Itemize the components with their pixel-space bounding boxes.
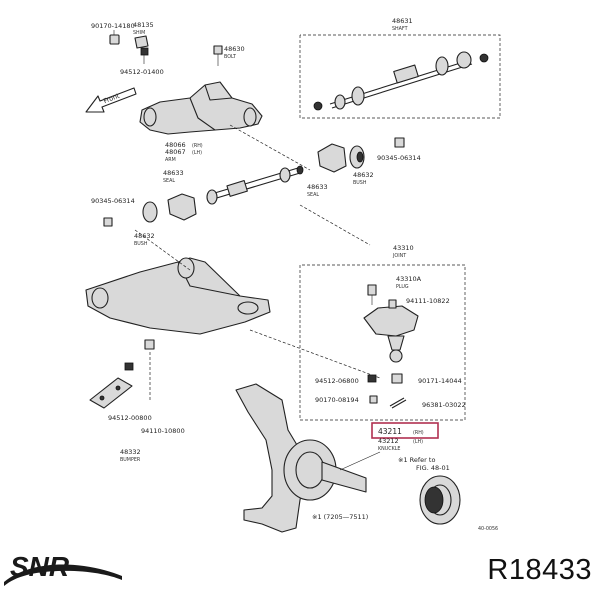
bolt-90170-icon	[109, 30, 120, 45]
ball-joint-group-box	[299, 264, 466, 421]
label-48631: 48631	[392, 17, 413, 25]
label-48633-right: 48633	[307, 183, 328, 191]
label-90170-08194: 90170-08194	[315, 396, 359, 404]
label-48631-shaft: SHAFT	[392, 26, 408, 32]
brand-name: SNR	[10, 551, 70, 582]
label-figure-code: 40-0056	[478, 526, 498, 532]
label-48135-shim: SHIM	[133, 30, 145, 36]
label-43310: 43310	[393, 244, 414, 252]
label-90345-06314-right: 90345-06314	[377, 154, 421, 162]
label-43212: 43212	[378, 437, 399, 445]
assembly-lines	[134, 124, 381, 400]
label-94512-00800: 94512-00800	[108, 414, 152, 422]
label-90345-06314-left: 90345-06314	[91, 197, 135, 205]
label-48632-right: 48632	[353, 171, 374, 179]
hub-seal-icon	[419, 475, 461, 525]
label-48066: 48066	[165, 141, 186, 149]
upper-arm-shaft-icon	[313, 51, 489, 111]
bumper-bracket-icon	[89, 362, 134, 409]
label-48332-bumper: BUMPER	[120, 457, 141, 463]
label-43310a-plug: PLUG	[396, 284, 409, 290]
label-96381-03022: 96381-03022	[422, 401, 466, 409]
shim-48135-icon	[134, 35, 149, 49]
label-48630-bolt: BOLT	[224, 54, 236, 60]
label-43310a: 43310A	[396, 275, 422, 283]
cotter-pin-icon	[369, 395, 407, 409]
label-94111-10822: 94111-10822	[406, 297, 450, 305]
label-48066-rh: (RH)	[192, 143, 203, 149]
steering-knuckle-icon	[235, 383, 367, 533]
label-arm: ARM	[165, 157, 176, 163]
label-48633-left: 48633	[163, 169, 184, 177]
highlighted-part-box	[371, 422, 439, 439]
label-94110-10800: 94110-10800	[141, 427, 185, 435]
label-43211-rh: (RH)	[413, 430, 424, 436]
lower-arm-shaft-icon	[206, 165, 304, 205]
snr-logo: SNR	[4, 551, 122, 586]
label-48633-right-seal: SEAL	[307, 192, 319, 198]
label-range: ※1 (7205—7511)	[312, 513, 368, 521]
seal-bush-right-icon	[317, 137, 405, 173]
label-knuckle: KNUCKLE	[378, 446, 400, 452]
shaft-group-box	[299, 34, 501, 119]
front-arrow-icon	[85, 87, 137, 113]
label-48067-lh: (LH)	[192, 150, 202, 156]
label-48632-right-bush: BUSH	[353, 180, 367, 186]
label-94512-01400: 94512-01400	[120, 68, 164, 76]
part-number: R18433	[487, 554, 592, 586]
label-48630: 48630	[224, 45, 245, 53]
lower-control-arm-icon	[85, 257, 271, 335]
label-48632-left: 48632	[134, 232, 155, 240]
label-48632-left-bush: BUSH	[134, 241, 148, 247]
label-fig-48-01: FIG. 48-01	[416, 464, 450, 472]
bolt-48630-icon	[213, 45, 223, 66]
label-48067: 48067	[165, 148, 186, 156]
label-48135: 48135	[133, 21, 154, 29]
label-43310-joint: JOINT	[392, 253, 406, 259]
label-43211: 43211	[378, 427, 402, 436]
label-48633-left-seal: SEAL	[163, 178, 175, 184]
nut-icon	[140, 47, 149, 64]
label-48332: 48332	[120, 448, 141, 456]
castle-nut-icon	[367, 373, 403, 384]
label-90171-14044: 90171-14044	[418, 377, 462, 385]
label-90170-14180: 90170-14180	[91, 22, 135, 30]
label-94512-06800: 94512-06800	[315, 377, 359, 385]
ball-joint-icon	[363, 284, 419, 363]
seal-bush-left-icon	[103, 193, 197, 227]
nut-left-icon	[144, 339, 155, 350]
label-43212-lh: (LH)	[413, 439, 423, 445]
upper-control-arm-icon	[139, 81, 263, 135]
label-refer-to: ※1 Refer to	[398, 456, 435, 464]
